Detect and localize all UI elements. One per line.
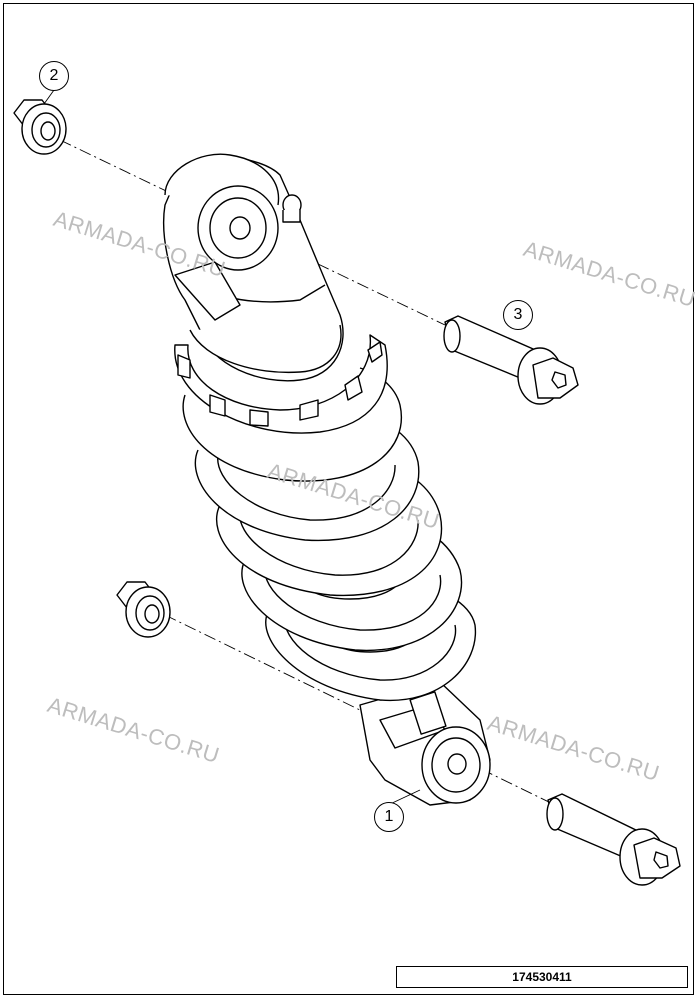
callout-2: 2 <box>39 61 69 91</box>
reservoir-valve <box>282 194 302 223</box>
lower-mounting-bolt <box>546 793 681 886</box>
lower-mount-eye <box>359 681 491 806</box>
drawing-number: 174530411 <box>396 966 688 988</box>
lower-flange-nut <box>116 581 171 638</box>
callout-1: 1 <box>374 802 404 832</box>
damper-upper-body <box>163 153 344 382</box>
callout-3: 3 <box>503 300 533 330</box>
assembly-axis-lower <box>164 614 556 806</box>
preload-adjuster-ring <box>174 334 388 434</box>
drawing-frame <box>3 3 694 995</box>
leader-line-2 <box>43 89 55 105</box>
assembly-axis-upper <box>59 139 446 326</box>
upper-flange-nut <box>13 99 67 155</box>
upper-mounting-bolt <box>443 315 579 405</box>
